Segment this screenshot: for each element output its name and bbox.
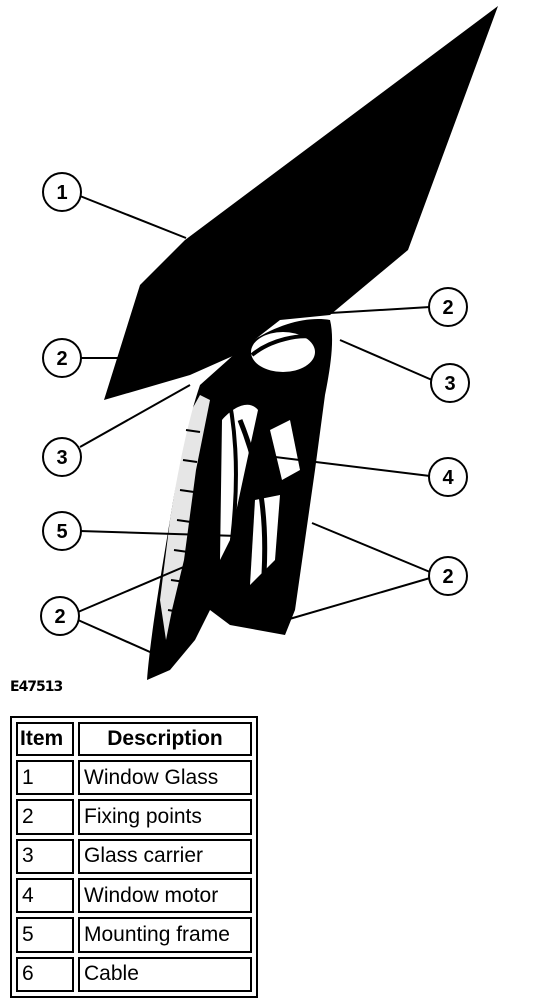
item-number: 2 [16,799,74,835]
item-description: Cable [78,956,252,992]
callout-5: 5 [42,511,82,551]
callout-3-right: 3 [430,363,470,403]
svg-text:2: 2 [54,606,65,628]
window-regulator-diagram: 1 2 2 3 3 4 5 2 [40,6,498,680]
item-description: Window motor [78,877,252,914]
item-number: 3 [16,838,74,874]
svg-text:3: 3 [56,447,67,469]
svg-text:3: 3 [444,373,455,395]
item-number: 5 [16,917,74,953]
callout-2-upper-right: 2 [428,287,468,327]
header-description: Description [78,722,252,756]
callout-1: 1 [42,172,82,212]
svg-text:5: 5 [56,521,67,543]
table-row: 1 Window Glass [16,760,252,796]
callout-3-left: 3 [42,437,82,477]
callout-2-upper-left: 2 [42,338,82,378]
svg-text:4: 4 [442,467,454,489]
callout-2-lower-right: 2 [428,556,468,596]
callout-2-lower-left: 2 [40,596,80,636]
table-header-row: Item Description [16,722,252,756]
table-row: 2 Fixing points [16,799,252,835]
svg-text:2: 2 [442,297,453,319]
item-description: Mounting frame [78,917,252,953]
table-row: 4 Window motor [16,877,252,914]
table-row: 3 Glass carrier [16,838,252,874]
svg-text:1: 1 [56,182,67,204]
svg-text:2: 2 [442,566,453,588]
item-description: Fixing points [78,799,252,835]
figure-id: E47513 [10,679,63,695]
window-glass [104,6,498,400]
item-description: Glass carrier [78,838,252,874]
mounting-frame [147,319,333,680]
item-number: 4 [16,877,74,914]
item-number: 6 [16,956,74,992]
svg-text:2: 2 [56,348,67,370]
item-description: Window Glass [78,760,252,796]
callout-4: 4 [428,457,468,497]
callouts: 1 2 2 3 3 4 5 2 [40,172,470,636]
item-description-table: Item Description 1 Window Glass 2 Fixing… [10,716,258,998]
table-row: 6 Cable [16,956,252,992]
header-item: Item [16,722,74,756]
item-number: 1 [16,760,74,796]
table-row: 5 Mounting frame [16,917,252,953]
leader-lines [77,195,433,661]
